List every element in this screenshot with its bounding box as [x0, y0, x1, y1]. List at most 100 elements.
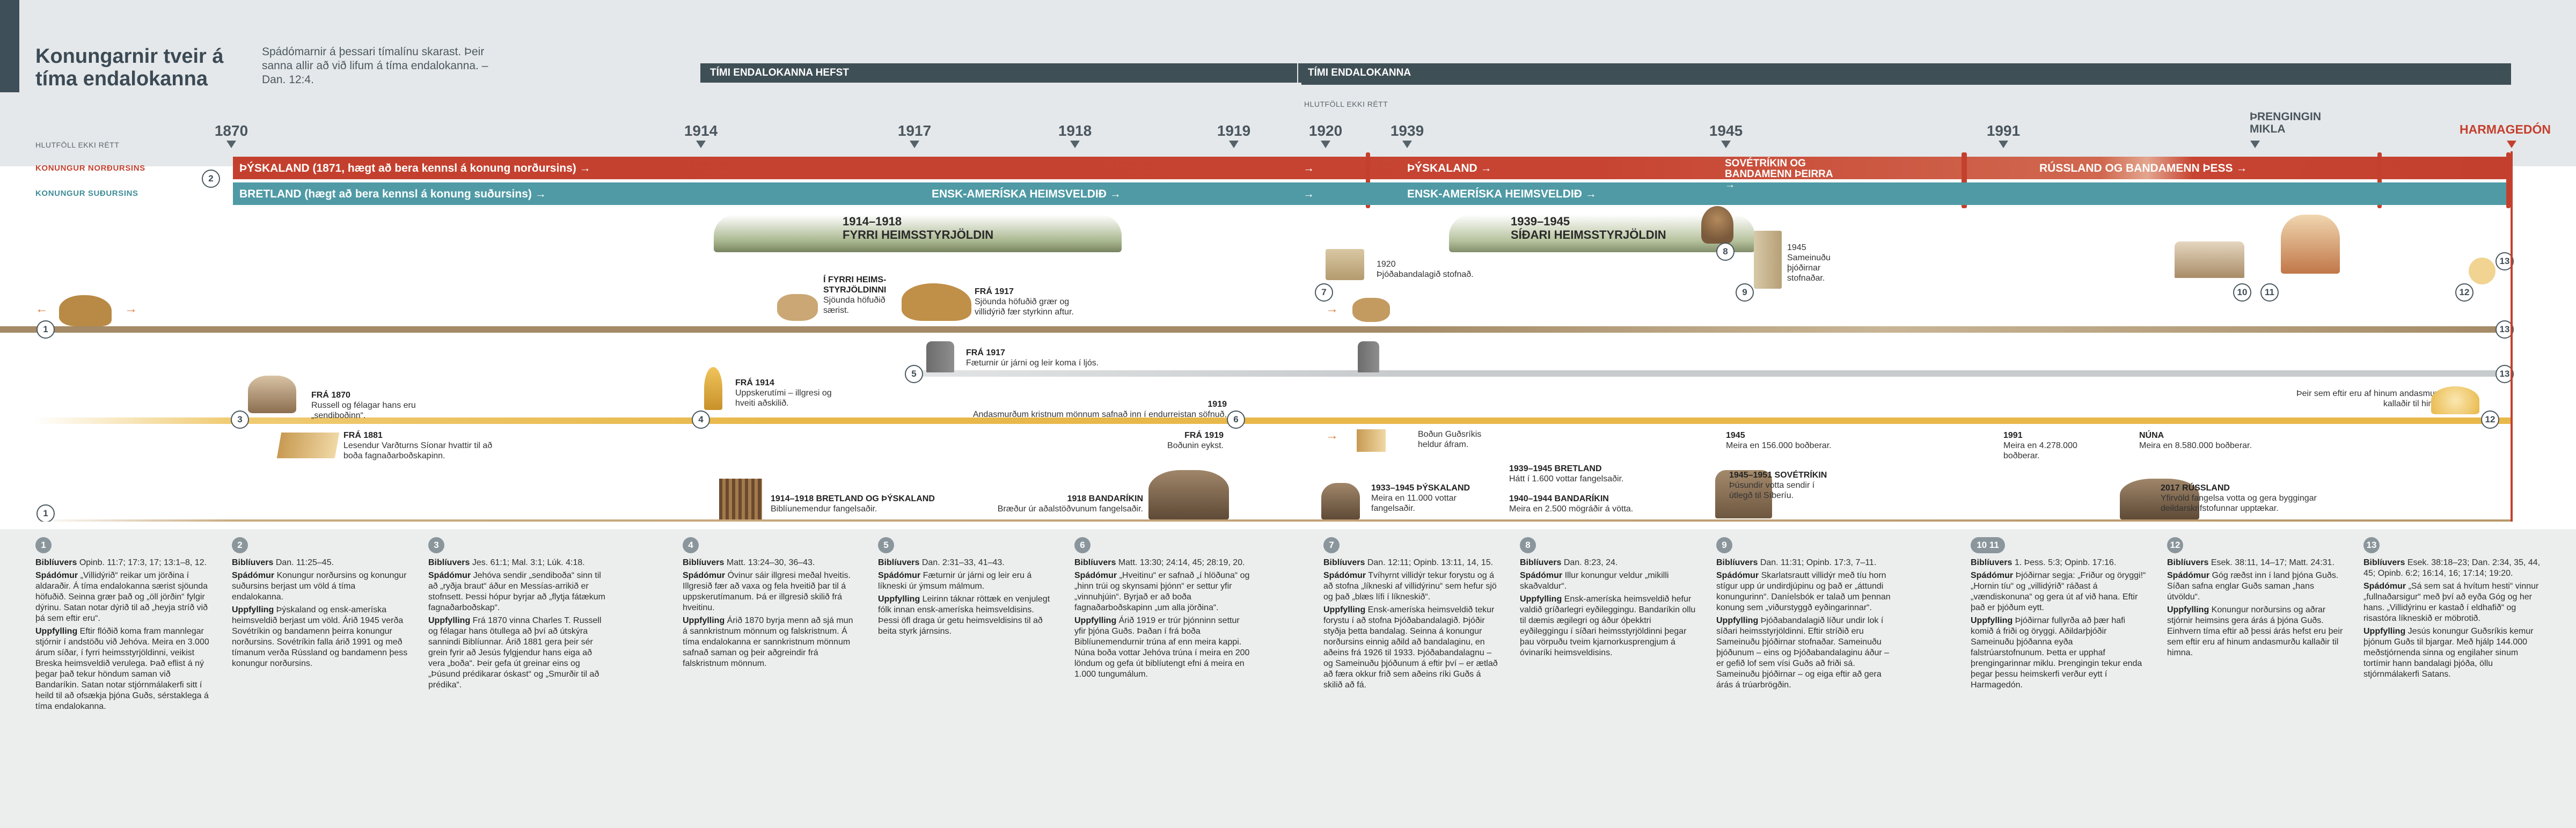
note-refs: Matt. 13:30; 24:14, 45; 28:19, 20. [1118, 558, 1245, 567]
fra1870-label: FRÁ 1870 Russell og félagar hans eru „se… [311, 390, 440, 421]
ban-1918-text: Bræður úr aðalstöðvunum fangelsaðir. [997, 504, 1143, 514]
note-fulfillment: Þýskaland og ensk-ameríska heimsveldið b… [232, 605, 408, 668]
note-label: Spádómur [2363, 582, 2406, 591]
note-9: 9 Biblíuvers Dan. 11:31; Opinb. 17:3, 7–… [1716, 537, 1893, 693]
fra1917-head-text: Sjöunda höfuðið grær og villidýrið fær s… [975, 297, 1074, 317]
iron-clay-title: FRÁ 1917 [966, 348, 1005, 357]
arrow-right-icon: → [1326, 428, 1338, 443]
band-divider [2506, 152, 2511, 208]
note-label: Uppfylling [2167, 605, 2209, 614]
marker-1: 1 [36, 320, 55, 339]
prison-bars-icon [719, 479, 762, 519]
fra1917-head-title: FRÁ 1917 [975, 287, 1014, 296]
band-divider [1366, 152, 1370, 208]
wheat-sheaf-icon [704, 367, 722, 410]
ban-1918-title: 1918 BANDARÍKIN [1067, 494, 1143, 503]
note-12: 12 Biblíuvers Esek. 38:11, 14–17; Matt. … [2167, 537, 2344, 661]
note-prophecy: Óvinur sáir illgresi meðal hveitis. Illg… [683, 571, 851, 612]
year-label: 1919 [1217, 122, 1251, 139]
note-label: Biblíuvers [2363, 558, 2405, 567]
note-label: Spádómur [1716, 571, 1759, 580]
rider-light-icon [2469, 258, 2496, 284]
bible-icon [1357, 429, 1386, 452]
note-label: Spádómur [35, 571, 78, 580]
note-number: 6 [1074, 537, 1091, 553]
note-label: Uppfylling [1323, 605, 1366, 614]
note-fulfillment: Frá 1870 vinna Charles T. Russell og fél… [428, 616, 602, 690]
note-label: Uppfylling [1074, 616, 1117, 625]
note-refs: Jes. 61:1; Mal. 3:1; Lúk. 4:18. [472, 558, 585, 567]
year-label: 1945 [1709, 122, 1743, 139]
note-fulfillment: Þjóðabandalagið líður undir lok í síðari… [1716, 616, 1890, 690]
un-text: Sameinuðu þjóðirnar stofnaðar. [1787, 253, 1831, 283]
two-horned-beast-icon [1352, 298, 1390, 322]
league-building-icon [1326, 249, 1364, 280]
iron-clay-text: Fæturnir úr járni og leir koma í ljós. [966, 358, 1099, 368]
soviet-exile-label: 1945–1951 SOVÉTRÍKIN Þúsundir votta send… [1729, 470, 1831, 501]
band-divider [1366, 182, 1370, 205]
page-title: Konungarnir tveir á tíma endalokanna [35, 45, 224, 90]
beast-icon [59, 295, 112, 326]
note-label: Biblíuvers [878, 558, 920, 567]
note-1: 1 Biblíuvers Opinb. 11:7; 17:3, 17; 13:1… [35, 537, 213, 714]
ww2-caption: 1939–1945 SÍÐARI HEIMSSTYRJÖLDIN [1511, 215, 1666, 241]
year-label: 1917 [897, 122, 932, 139]
note-refs: 1. Þess. 5:3; Opinb. 17:16. [2014, 558, 2117, 567]
note-refs: Esek. 38:11, 14–17; Matt. 24:31. [2211, 558, 2334, 567]
note-fulfillment: Leirinn táknar röttæk en venjulegt fólk … [878, 595, 1050, 636]
note-number: 5 [878, 537, 894, 553]
iron-clay-label: FRÁ 1917 Fæturnir úr járni og leir koma … [966, 348, 1148, 368]
era-main-label: TÍMI ENDALOKANNA [1308, 67, 1411, 78]
south-king-label: KONUNGUR SUÐURSINS [35, 189, 138, 198]
fra1914-label: FRÁ 1914 Uppskerutími – illgresi og hvei… [735, 378, 843, 408]
note-label: Biblíuvers [428, 558, 470, 567]
un-label: 1945 Sameinuðu þjóðirnar stofnaðar. [1787, 243, 1857, 283]
note-prophecy: Illur konungur veldur „mikilli skaðvaldu… [1520, 571, 1669, 591]
year-tick [1721, 141, 1731, 148]
wounded-beast-icon [777, 294, 818, 321]
publishers-1991-label: 1991 Meira en 4.278.000 boðberar. [2003, 430, 2100, 461]
arrow-left-icon: ← [35, 302, 48, 316]
north-seg-germany-1: ÞÝSKALAND (1871, hægt að bera kennsl á k… [239, 162, 591, 174]
un-building-icon [1754, 231, 1782, 289]
britain-1939-title: 1939–1945 BRETLAND [1509, 464, 1602, 473]
note-prophecy: Fæturnir úr járni og leir eru á líkneski… [878, 571, 1032, 591]
note-prophecy: Tvíhyrnt villidýr tekur forystu og á að … [1323, 571, 1497, 602]
marker-2: 2 [202, 170, 220, 188]
note-prophecy: „Sá sem sat á hvítum hesti“ vinnur „full… [2363, 582, 2539, 623]
ww2-years: 1939–1945 [1511, 215, 1570, 228]
note-refs: Dan. 2:31–33, 41–43. [921, 558, 1005, 567]
fra1919-title: FRÁ 1919 [1184, 431, 1224, 440]
anointed-gathered-text: Andasmurðum kristnum mönnum safnað inn í… [972, 410, 1227, 419]
note-3: 3 Biblíuvers Jes. 61:1; Mal. 3:1; Lúk. 4… [428, 537, 605, 693]
note-label: Biblíuvers [1323, 558, 1365, 567]
usa-1940-title: 1940–1944 BANDARÍKIN [1509, 494, 1609, 503]
note-label: Spádómur [232, 571, 275, 580]
germany-1933-label: 1933–1945 ÞÝSKALAND Meira en 11.000 vott… [1371, 483, 1479, 514]
fra1881-text: Lesendur Varðturns Síonar hvattir til að… [343, 441, 493, 460]
north-seg-russia: RÚSSLAND OG BANDAMENN ÞESS → [2039, 162, 2248, 174]
north-king-label: KONUNGUR NORÐURSINS [35, 164, 145, 173]
germany-1933-text: Meira en 11.000 vottar fangelsaðir. [1371, 494, 1457, 513]
note-label: Uppfylling [35, 627, 78, 636]
note-refs: Dan. 8:23, 24. [1563, 558, 1618, 567]
note-number: 7 [1323, 537, 1340, 553]
note-label: Uppfylling [1520, 595, 1562, 604]
marker-1: 1 [36, 504, 55, 523]
north-seg-soviet: SOVÉTRÍKIN OG BANDAMENN ÞEIRRA → [1725, 158, 1833, 190]
publishers-1945-year: 1945 [1726, 431, 1745, 440]
note-label: Biblíuvers [35, 558, 77, 567]
russia-2017-title: 2017 RÚSSLAND [2161, 483, 2230, 493]
arrow-right-icon: → [125, 302, 137, 316]
iron-feet-icon [1358, 341, 1379, 372]
fra1919-text: Boðunin eykst. [1167, 441, 1224, 450]
fra1914-title: FRÁ 1914 [735, 378, 774, 387]
note-label: Spádómur [428, 571, 471, 580]
arrow-right-icon: → [1326, 302, 1338, 316]
note-refs: Matt. 13:24–30, 36–43. [726, 558, 815, 567]
note-label: Biblíuvers [1971, 558, 2012, 567]
head-wounded-label: Í FYRRI HEIMS-STYRJÖLDINNI Sjöunda höfuð… [823, 275, 898, 316]
un-year: 1945 [1787, 243, 1806, 252]
note-fulfillment: Konungur norðursins og aðrar stjórnir he… [2167, 605, 2343, 657]
year-1919: 1919 [1208, 400, 1227, 409]
